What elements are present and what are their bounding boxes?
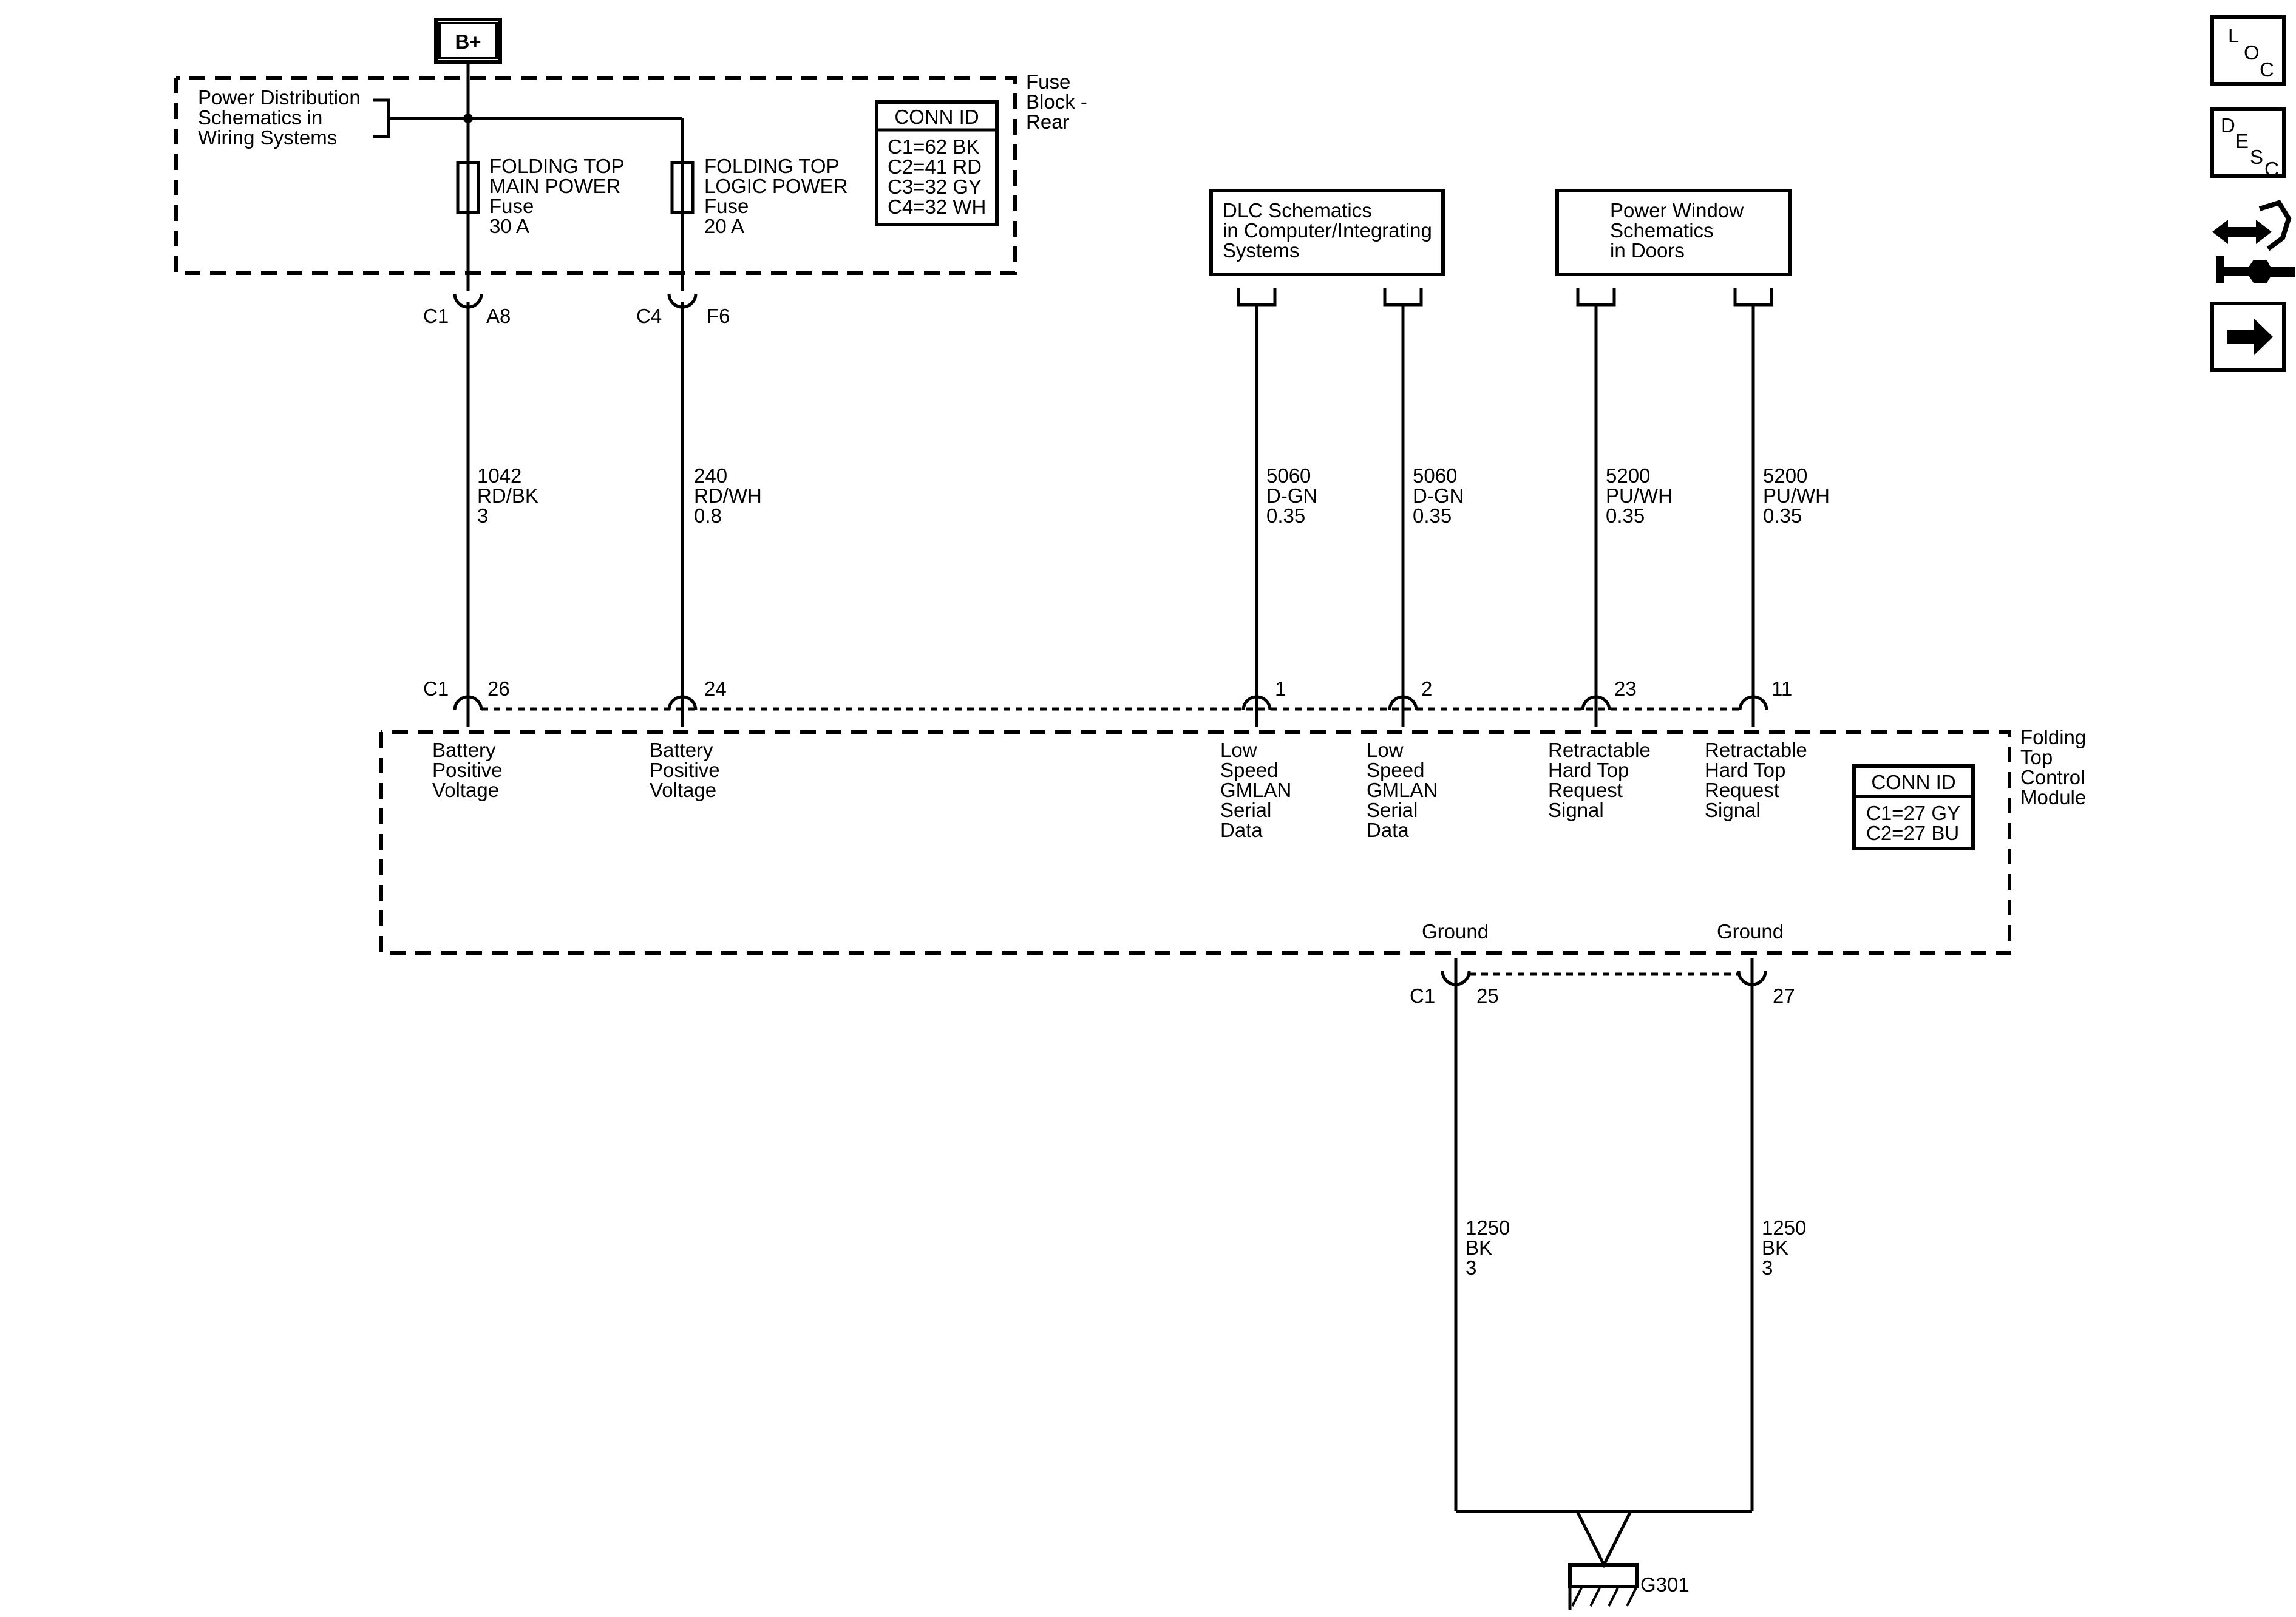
module-conn-id: CONN ID C1=27 GY C2=27 BU <box>1852 764 1975 850</box>
pin-26: 26 <box>487 677 510 700</box>
loc-icon[interactable]: L O C <box>2210 15 2286 86</box>
ref-box-wires <box>1237 288 1773 698</box>
ground-label-25: Ground <box>1422 920 1489 943</box>
svg-text:C1=27 GY C2=27 BU: C1=27 GY C2=27 BU <box>1866 802 1966 844</box>
pin-desc-23: Retractable Hard Top Request Signal <box>1548 739 1656 821</box>
circuit-label-5200-b: 5200 PU/WH 0.35 <box>1763 464 1835 527</box>
ground-circuit-label-b: 1250 BK 3 <box>1762 1216 1812 1279</box>
fuse-block <box>174 62 1017 291</box>
battery-label: B+ <box>455 30 481 53</box>
pin-desc-2: Low Speed GMLAN Serial Data <box>1367 739 1444 841</box>
svg-text:DLC Schematics in Comput: DLC Schematics in Computer/Integrating S… <box>1223 199 1438 262</box>
ground-point-label: G301 <box>1640 1573 1690 1596</box>
svg-text:C4: C4 <box>636 305 662 327</box>
circuit-label-5200-a: 5200 PU/WH 0.35 <box>1606 464 1678 527</box>
power-distribution-ref[interactable]: Power Distribution Schematics in Wiring … <box>198 86 366 149</box>
pin-desc-26: Battery Positive Voltage <box>432 739 508 801</box>
pin-1: 1 <box>1275 677 1286 700</box>
svg-text:S: S <box>2250 146 2263 168</box>
pin-desc-1: Low Speed GMLAN Serial Data <box>1220 739 1297 841</box>
pin-desc-24: Battery Positive Voltage <box>650 739 725 801</box>
fuse-label-logic: FOLDING TOP LOGIC POWER Fuse 20 A <box>704 155 854 237</box>
circuit-label-240: 240 RD/WH 0.8 <box>694 464 767 527</box>
svg-text:C: C <box>2264 158 2279 180</box>
fuse-label-main: FOLDING TOP MAIN POWER Fuse 30 A <box>489 155 630 237</box>
upper-connector-c4-f6: C4 F6 <box>636 293 730 698</box>
module-connector-row <box>453 695 1768 727</box>
ground-wires <box>1454 980 1754 1568</box>
ground-connector-row <box>1441 958 1767 986</box>
svg-text:O: O <box>2244 41 2260 64</box>
pin-24: 24 <box>704 677 727 700</box>
module-outline <box>379 730 2011 955</box>
pin-11: 11 <box>1771 677 1792 700</box>
svg-text:Power Window Schematics: Power Window Schematics in Doors <box>1610 199 1749 262</box>
next-arrow-icon[interactable] <box>2210 302 2286 372</box>
fuse-block-label: Fuse Block - Rear <box>1026 70 1093 133</box>
svg-text:D: D <box>2221 114 2235 137</box>
fuse-block-conn-id: CONN ID C1=62 BK C2=41 RD C3=32 GY C4=32… <box>875 100 999 226</box>
svg-text:L: L <box>2228 24 2239 47</box>
ref-box-power-window[interactable]: Power Window Schematics in Doors <box>1555 189 1792 276</box>
ground-icon <box>1568 1563 1639 1610</box>
connector-tool-icon[interactable] <box>2212 200 2295 283</box>
pin-desc-11: Retractable Hard Top Request Signal <box>1705 739 1813 821</box>
pin-27: 27 <box>1773 985 1795 1007</box>
ground-conn-label: C1 <box>1410 985 1435 1007</box>
module-conn-label: C1 <box>423 677 449 700</box>
svg-text:E: E <box>2235 130 2249 152</box>
pin-2: 2 <box>1421 677 1432 700</box>
ref-box-dlc[interactable]: DLC Schematics in Computer/Integrating S… <box>1209 189 1445 276</box>
svg-text:C1=62 BK C2=41 RD: C1=62 BK C2=41 RD C3=32 GY C4=32 WH <box>888 135 987 218</box>
svg-text:CONN ID: CONN ID <box>1871 771 1955 793</box>
circuit-label-1042: 1042 RD/BK 3 <box>477 464 544 527</box>
circuit-label-5060-b: 5060 D-GN 0.35 <box>1413 464 1470 527</box>
ground-circuit-label-a: 1250 BK 3 <box>1466 1216 1516 1279</box>
svg-text:F6: F6 <box>707 305 730 327</box>
svg-text:C: C <box>2260 58 2274 81</box>
circuit-label-5060-a: 5060 D-GN 0.35 <box>1266 464 1323 527</box>
ground-label-27: Ground <box>1717 920 1784 943</box>
upper-connector-c1-a8: C1 A8 <box>423 293 511 698</box>
svg-text:C1: C1 <box>423 305 449 327</box>
pin-23: 23 <box>1614 677 1637 700</box>
pin-25: 25 <box>1476 985 1499 1007</box>
svg-text:A8: A8 <box>486 305 511 327</box>
desc-icon[interactable]: D E S C <box>2210 107 2286 180</box>
module-label: Folding Top Control Module <box>2020 726 2091 808</box>
svg-text:CONN ID: CONN ID <box>894 106 979 128</box>
